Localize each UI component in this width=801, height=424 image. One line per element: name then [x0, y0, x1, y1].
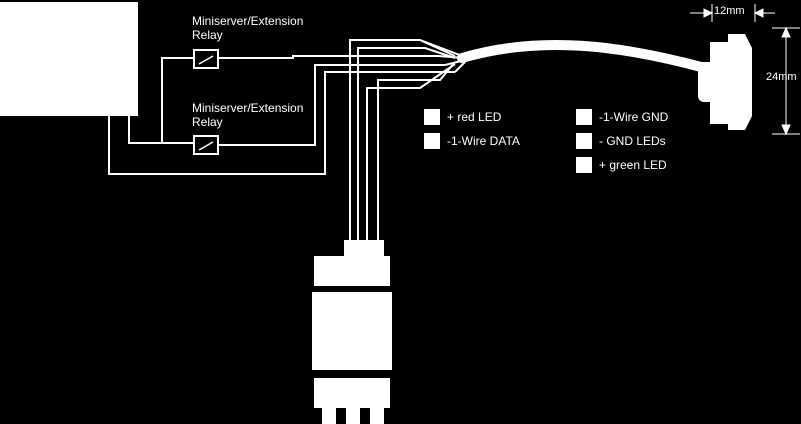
- relay-2-label-line2: Relay: [192, 115, 223, 129]
- legend-label: -1-Wire DATA: [447, 134, 520, 148]
- wire-supply-relay2: [128, 116, 194, 144]
- sensor-body: [698, 34, 752, 130]
- wires: [108, 39, 466, 240]
- relay-1-contact: [198, 55, 214, 65]
- legend-item-red-led: + red LED: [424, 109, 501, 125]
- legend-label: - GND LEDs: [599, 134, 666, 148]
- width-dimension-label: 12mm: [714, 5, 745, 17]
- legend-label: + red LED: [447, 110, 502, 124]
- legend-label: + green LED: [599, 158, 667, 172]
- plug-connector: [312, 240, 392, 424]
- wire-plug-4: [377, 61, 456, 240]
- sensor-cable: [457, 39, 710, 73]
- legend-swatch: [424, 109, 440, 125]
- legend-item-gnd-leds: - GND LEDs: [576, 133, 666, 149]
- wire-plug-1: [349, 39, 456, 240]
- legend-label: -1-Wire GND: [599, 110, 669, 124]
- relay-2-contact: [198, 141, 214, 151]
- wire-plug-3: [366, 63, 456, 240]
- wire-relay1-out: [218, 55, 438, 59]
- legend-swatch: [576, 133, 592, 149]
- relay-1-label-line1: Miniserver/Extension: [192, 14, 304, 28]
- wire-supply-return: [108, 71, 455, 175]
- relay-1-label: Miniserver/Extension Relay: [192, 14, 303, 42]
- relay-2-label: Miniserver/Extension Relay: [192, 101, 303, 129]
- relay-1-box: [193, 49, 219, 69]
- power-supply-block: [0, 2, 138, 116]
- legend-item-1wire-gnd: -1-Wire GND: [576, 109, 668, 125]
- relay-1-label-line2: Relay: [192, 28, 223, 42]
- dimension-marks: [690, 4, 800, 136]
- legend-item-1wire-data: -1-Wire DATA: [424, 133, 520, 149]
- legend-item-green-led: + green LED: [576, 157, 667, 173]
- legend-swatch: [576, 109, 592, 125]
- wire-supply-common: [161, 57, 194, 143]
- legend-swatch: [576, 157, 592, 173]
- relay-2-label-line1: Miniserver/Extension: [192, 101, 304, 115]
- legend-swatch: [424, 133, 440, 149]
- height-dimension-label: 24mm: [766, 71, 797, 83]
- wire-plug-2: [357, 47, 456, 240]
- relay-2-box: [193, 135, 219, 155]
- wire-relay2-out: [218, 64, 445, 146]
